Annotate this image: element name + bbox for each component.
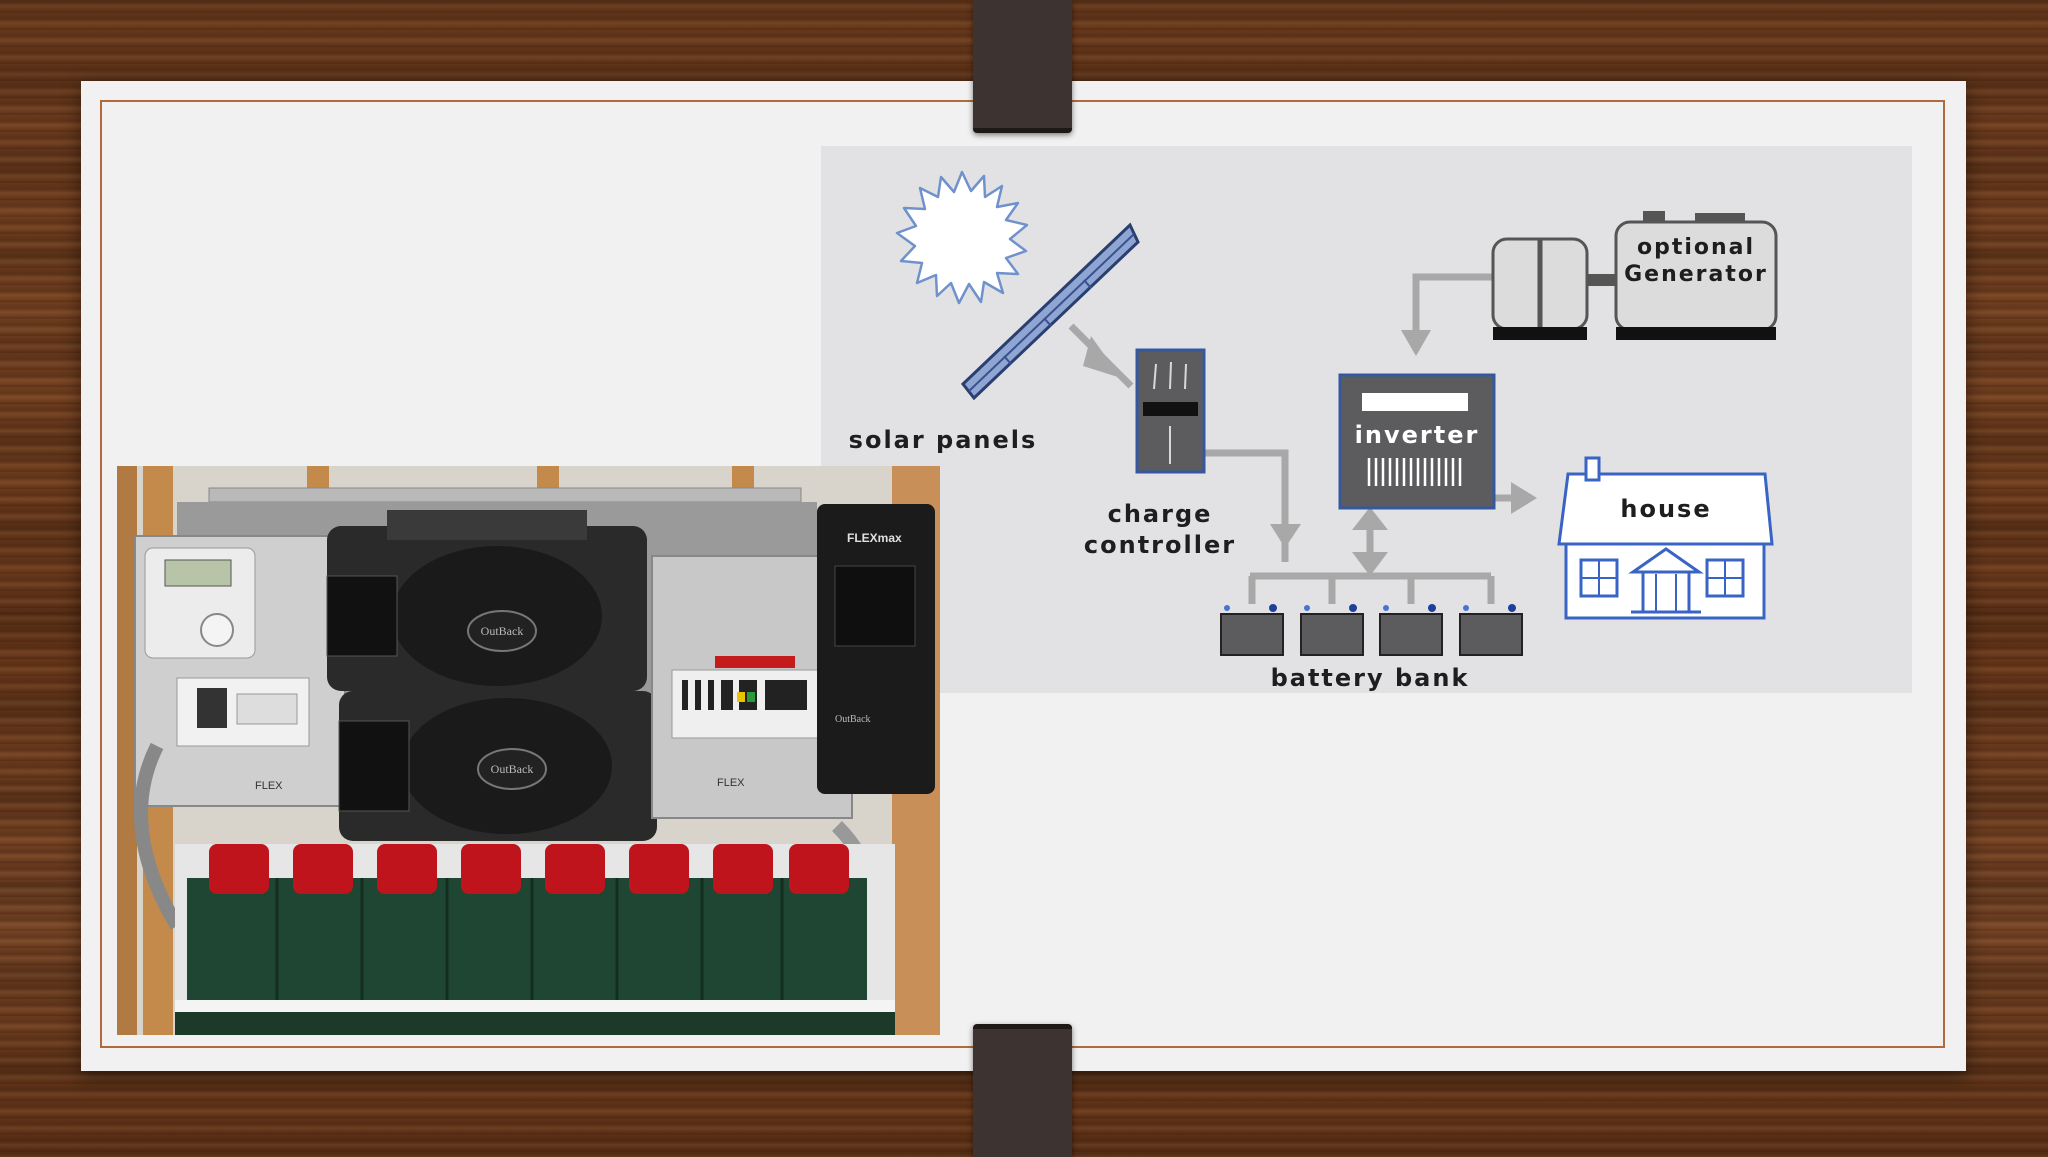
generator-label-line2: Generator [1624, 262, 1768, 287]
battery-bank-label: battery bank [1271, 664, 1470, 692]
charge-controller-label-line1: charge [1108, 500, 1213, 528]
flexware-label-left: FLEX [255, 780, 283, 792]
flexware-label-right: FLEX [717, 777, 745, 789]
sun-icon [897, 172, 1027, 303]
binder-clip-top [973, 0, 1072, 133]
battery-icon [1221, 604, 1283, 655]
installed-system-photo: FLEX OutBack OutBack [117, 466, 940, 1035]
brand-label-lower: OutBack [491, 762, 534, 776]
outback-inverter-lower: OutBack [339, 691, 657, 841]
flexmax-charge-controller: FLEXmax OutBack [817, 504, 935, 794]
brand-label-upper: OutBack [481, 624, 524, 638]
ac-distribution-box: FLEX [135, 536, 345, 806]
binder-clip-bottom [973, 1024, 1072, 1157]
inverter-icon: inverter [1340, 375, 1494, 508]
off-grid-system-diagram: inverter optional Generator [821, 146, 1912, 693]
solar-panels-label: solar panels [849, 426, 1038, 454]
flexmax-brand: OutBack [835, 714, 871, 725]
generator-icon: optional Generator [1493, 211, 1776, 340]
house-label: house [1620, 495, 1711, 523]
battery-icon [1301, 604, 1363, 655]
generator-label-line1: optional [1637, 235, 1755, 260]
battery-icon [1380, 604, 1442, 655]
battery-icon [1460, 604, 1522, 655]
battery-bank [1221, 604, 1522, 655]
charge-controller-label-line2: controller [1084, 531, 1236, 559]
charge-controller-icon [1137, 350, 1204, 472]
inverter-label: inverter [1355, 421, 1480, 449]
outback-inverter-upper: OutBack [327, 510, 647, 691]
house-icon: house [1559, 458, 1772, 618]
flexmax-label: FLEXmax [847, 531, 902, 545]
